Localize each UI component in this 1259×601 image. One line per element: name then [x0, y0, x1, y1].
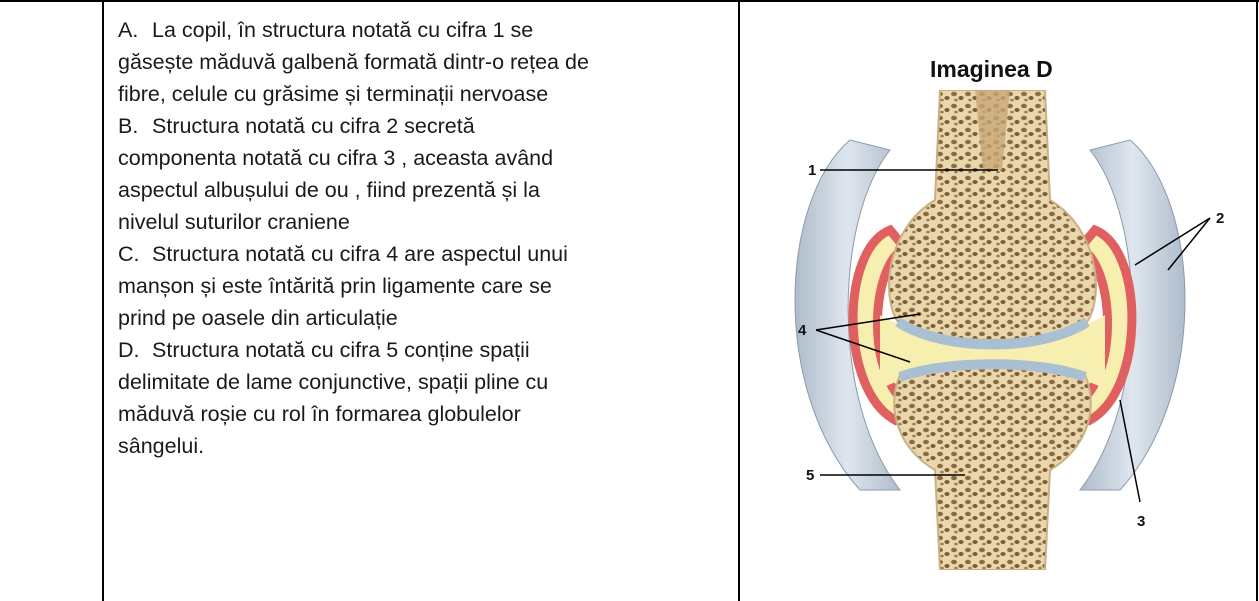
table-divider — [738, 0, 740, 601]
statement-line: măduvă roșie cu rol în formarea globulel… — [118, 402, 521, 426]
figure-title: Imaginea D — [930, 56, 1053, 82]
table-left-border — [102, 0, 104, 601]
statement-line: sângelui. — [118, 434, 205, 458]
statement-letter: B. — [118, 114, 139, 138]
statement-d: D. Structura notată cu cifra 5 conține sp… — [118, 334, 728, 462]
statement-line: Structura notată cu cifra 4 are aspectul… — [152, 242, 568, 266]
statement-letter: A. — [118, 18, 139, 42]
label-1: 1 — [808, 162, 816, 179]
statement-letter: C. — [118, 242, 140, 266]
statement-line: prind pe oasele din articulație — [118, 306, 398, 330]
leader-line-3 — [1119, 399, 1141, 503]
label-4: 4 — [798, 322, 807, 339]
statement-a: A. La copil, în structura notată cu cifra… — [118, 14, 728, 110]
capsule-outer — [794, 139, 902, 491]
statement-line: fibre, celule cu grăsime și terminații n… — [118, 82, 549, 106]
label-3: 3 — [1137, 513, 1145, 530]
table-right-border — [1256, 0, 1258, 601]
statement-line: Structura notată cu cifra 2 secretă — [152, 114, 475, 138]
medullary-cavity — [975, 90, 1010, 170]
statement-b: B. Structura notată cu cifra 2 secretă co… — [118, 110, 728, 238]
statement-line: aspectul albușului de ou , fiind prezent… — [118, 178, 540, 202]
label-2: 2 — [1216, 210, 1224, 227]
statement-line: găsește măduvă galbenă formată dintr-o r… — [118, 50, 589, 74]
statement-line: La copil, în structura notată cu cifra 1… — [152, 18, 534, 42]
statement-line: nivelul suturilor craniene — [118, 210, 350, 234]
statement-line: Structura notată cu cifra 5 conține spaț… — [152, 338, 530, 362]
statement-line: manșon și este întărită prin ligamente c… — [118, 274, 552, 298]
table-top-border — [0, 0, 1259, 2]
synovial-membrane-right — [1067, 224, 1137, 426]
statements-column: A. La copil, în structura notată cu cifra… — [118, 0, 728, 462]
statement-line: delimitate de lame conjunctive, spații p… — [118, 370, 549, 394]
statement-c: C. Structura notată cu cifra 4 are aspect… — [118, 238, 728, 334]
leader-line-4a — [815, 313, 921, 331]
articular-cartilage-lower — [898, 359, 1087, 382]
leader-line-4b — [815, 329, 911, 363]
synovial-membrane-left — [848, 224, 918, 426]
articular-cartilage-upper — [895, 317, 1090, 350]
leader-line-2a — [1134, 217, 1211, 266]
statement-line: componenta notată cu cifra 3 , aceasta a… — [118, 146, 554, 170]
statement-letter: D. — [118, 338, 140, 362]
label-5: 5 — [806, 467, 814, 484]
leader-line-2b — [1167, 217, 1211, 271]
joint-diagram: 1 2 3 4 5 — [794, 90, 1224, 570]
lower-bone — [893, 362, 1092, 570]
